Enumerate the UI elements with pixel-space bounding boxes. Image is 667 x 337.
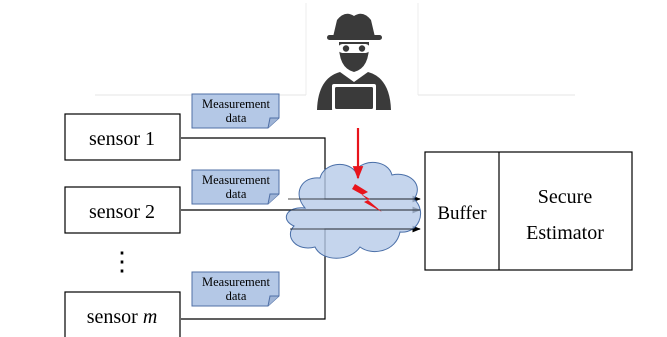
- note-line1: Measurement: [202, 97, 271, 111]
- sensor-label: sensor m: [87, 306, 158, 328]
- note-line1: Measurement: [202, 173, 271, 187]
- attacker: [95, 3, 575, 111]
- sensor-box-1: sensor 1: [64, 113, 181, 161]
- note-line1: Measurement: [202, 275, 271, 289]
- sensor-label: sensor 1: [89, 128, 155, 150]
- estimator-label-line1: Secure: [538, 186, 593, 208]
- estimator-label-line2: Estimator: [526, 222, 604, 244]
- sensor-label: sensor 2: [89, 201, 155, 223]
- lightning-bolt-icon: [352, 184, 382, 212]
- attack: [352, 128, 382, 212]
- sensor-ellipsis: ⋮: [109, 247, 135, 276]
- sensor-box-m: sensor m: [64, 291, 181, 337]
- buffer-label: Buffer: [437, 203, 487, 224]
- estimator-block: Buffer Secure Estimator: [424, 151, 633, 271]
- measurement-note-3: Measurement data: [191, 271, 280, 307]
- sensor-box-2: sensor 2: [64, 186, 181, 234]
- measurement-note-1: Measurement data: [191, 93, 280, 129]
- hacker-icon: [317, 13, 391, 111]
- note-line2: data: [226, 111, 247, 125]
- note-line2: data: [226, 187, 247, 201]
- note-line2: data: [226, 289, 247, 303]
- measurement-note-2: Measurement data: [191, 169, 280, 205]
